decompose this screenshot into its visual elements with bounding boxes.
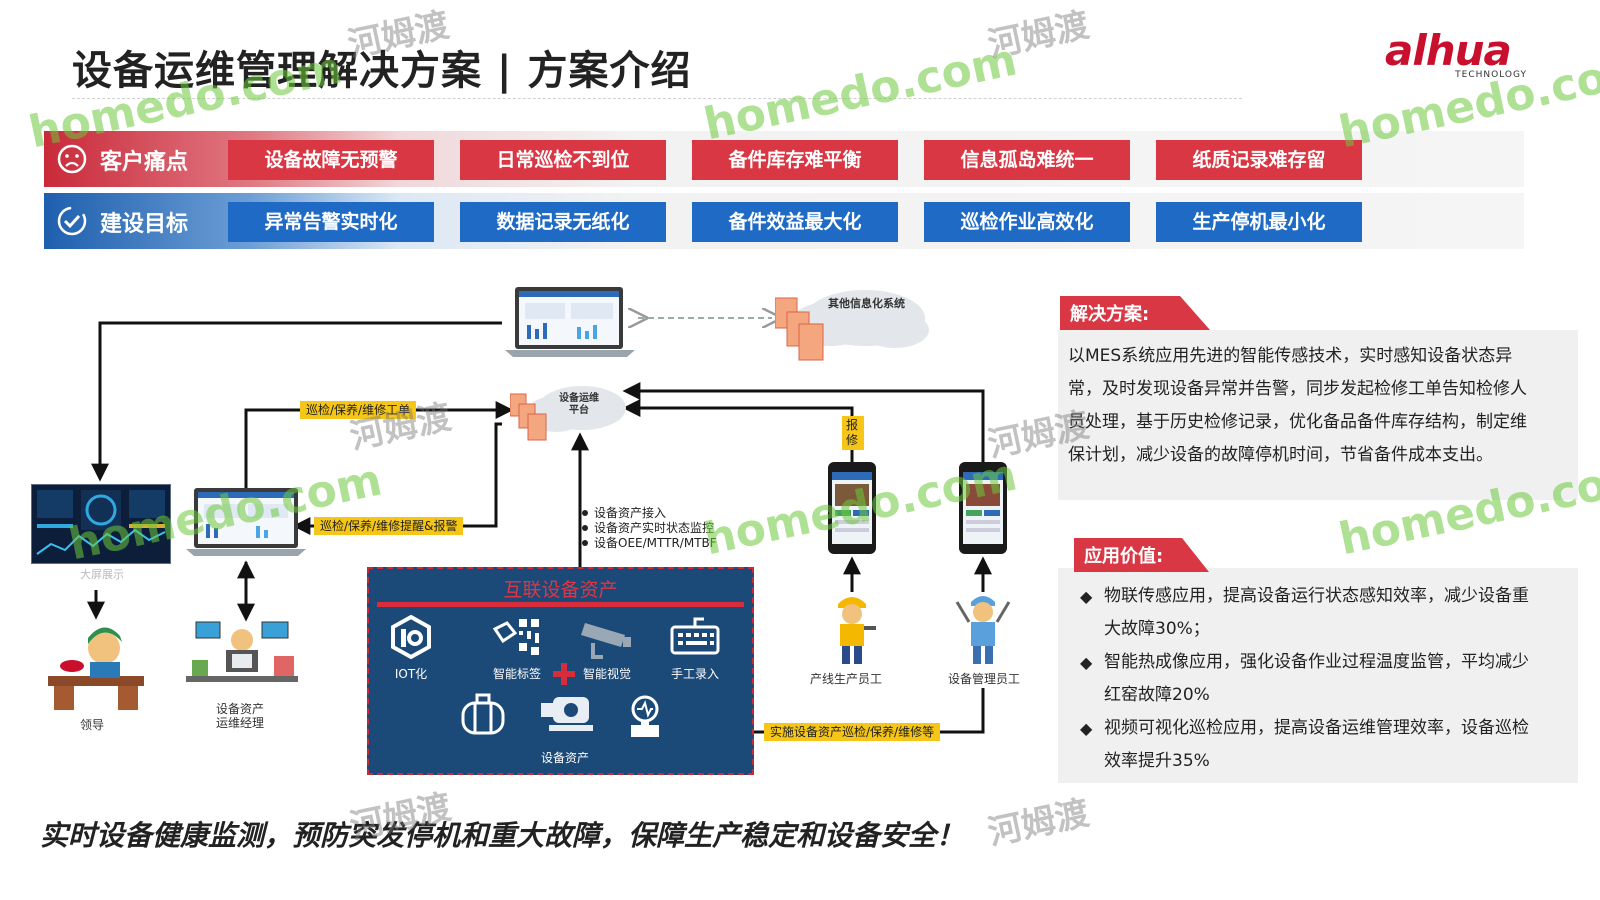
repair-tag: 报修 [842, 416, 864, 450]
gauge-icon [631, 695, 659, 737]
workorder-tag: 巡检/保养/维修工单 [300, 401, 417, 419]
goal-item: 生产停机最小化 [1156, 202, 1362, 242]
value-title: 应用价值: [1074, 538, 1209, 572]
value-item: 物联传感应用，提高设备运行状态感知效率，减少设备重大故障30%； [1080, 580, 1540, 646]
laptop-icon [505, 287, 635, 357]
logo-subtext: TECHNOLOGY [1455, 70, 1527, 80]
value-list: 物联传感应用，提高设备运行状态感知效率，减少设备重大故障30%； 智能热成像应用… [1080, 580, 1540, 778]
goal-item: 数据记录无纸化 [460, 202, 666, 242]
iot-item: IOT化 [373, 613, 449, 682]
pain-points-label: 客户痛点 [100, 150, 189, 175]
phone-icon [959, 462, 1007, 554]
manual-entry-item: 手工录入 [657, 613, 733, 682]
implement-tag: 实施设备资产巡检/保养/维修等 [764, 723, 941, 741]
dashboard-screen-icon [31, 484, 171, 564]
reminder-tag: 巡检/保养/维修提醒&报警 [314, 517, 464, 535]
equipment-worker-icon [955, 596, 1011, 664]
value-item: 视频可视化巡检应用，提高设备运维管理效率，设备巡检效率提升35% [1080, 712, 1540, 778]
other-systems-label: 其他信息化系统 [828, 297, 905, 310]
slogan: 实时设备健康监测，预防突发停机和重大故障，保障生产稳定和设备安全！ [40, 819, 965, 852]
leader-label: 领导 [80, 718, 105, 732]
manual-entry-label: 手工录入 [670, 667, 719, 681]
assets-bottom-label: 设备资产 [541, 751, 590, 765]
dahua-logo: alhua TECHNOLOGY [1385, 26, 1545, 86]
qr-scanner-icon [493, 619, 539, 655]
feature-item: 设备资产接入 [580, 506, 717, 521]
engine-icon [541, 697, 593, 731]
smart-vision-label: 智能视觉 [582, 667, 631, 681]
other-systems-cloud-icon [775, 290, 929, 361]
line-worker-icon [838, 597, 876, 664]
solution-text: 以MES系统应用先进的智能传感技术，实时感知设备状态异常，及时发现设备异常并告警… [1068, 346, 1527, 465]
assets-box-title: 互联设备资产 [503, 579, 618, 601]
logo-text: alhua [1385, 26, 1512, 75]
smart-vision-item: 智能视觉 [569, 613, 645, 682]
line-worker-label: 产线生产员工 [810, 672, 883, 686]
leader-icon [48, 627, 144, 710]
smart-tag-label: 智能标签 [492, 667, 541, 681]
phone-icon [828, 462, 876, 554]
target-check-icon [57, 206, 87, 236]
plus-icon [553, 663, 575, 685]
tank-icon [461, 693, 505, 735]
platform-features-list: 设备资产接入 设备资产实时状态监控 设备OEE/MTTR/MTBF [580, 506, 717, 551]
keyboard-icon [670, 617, 720, 655]
goals-band: 建设目标 异常告警实时化 数据记录无纸化 备件效益最大化 巡检作业高效化 生产停… [44, 193, 1524, 249]
manager-laptop-icon [186, 488, 306, 556]
title-divider [72, 98, 1242, 99]
screen-label: 大屏展示 [80, 568, 124, 581]
camera-icon [581, 623, 631, 659]
page-title: 设备运维管理解决方案 | 方案介绍 [72, 48, 692, 94]
pain-point-item: 信息孤岛难统一 [924, 140, 1130, 180]
goals-label: 建设目标 [100, 212, 189, 237]
pain-point-item: 纸质记录难存留 [1156, 140, 1362, 180]
iot-label: IOT化 [394, 667, 428, 681]
goal-item: 异常告警实时化 [228, 202, 434, 242]
manager-label: 设备资产运维经理 [215, 702, 264, 730]
pain-points-band: 客户痛点 设备故障无预警 日常巡检不到位 备件库存难平衡 信息孤岛难统一 纸质记… [44, 131, 1524, 187]
iot-icon [391, 614, 431, 660]
value-item: 智能热成像应用，强化设备作业过程温度监管，平均减少红窑故障20% [1080, 646, 1540, 712]
feature-item: 设备资产实时状态监控 [580, 521, 717, 536]
pain-point-item: 设备故障无预警 [228, 140, 434, 180]
smart-tag-item: 智能标签 [479, 613, 555, 682]
sad-face-icon [57, 144, 87, 174]
platform-cloud-icon [510, 386, 626, 441]
pain-point-item: 备件库存难平衡 [692, 140, 898, 180]
solution-panel [1058, 330, 1578, 500]
connected-assets-box: 互联设备资产 IOT化 智能标签 智能视觉 [367, 567, 754, 775]
platform-label: 设备运维平台 [559, 393, 599, 416]
equipment-worker-label: 设备管理员工 [948, 672, 1021, 686]
pain-point-item: 日常巡检不到位 [460, 140, 666, 180]
goal-item: 巡检作业高效化 [924, 202, 1130, 242]
operations-manager-icon [186, 621, 298, 682]
goal-item: 备件效益最大化 [692, 202, 898, 242]
feature-item: 设备OEE/MTTR/MTBF [580, 536, 717, 551]
